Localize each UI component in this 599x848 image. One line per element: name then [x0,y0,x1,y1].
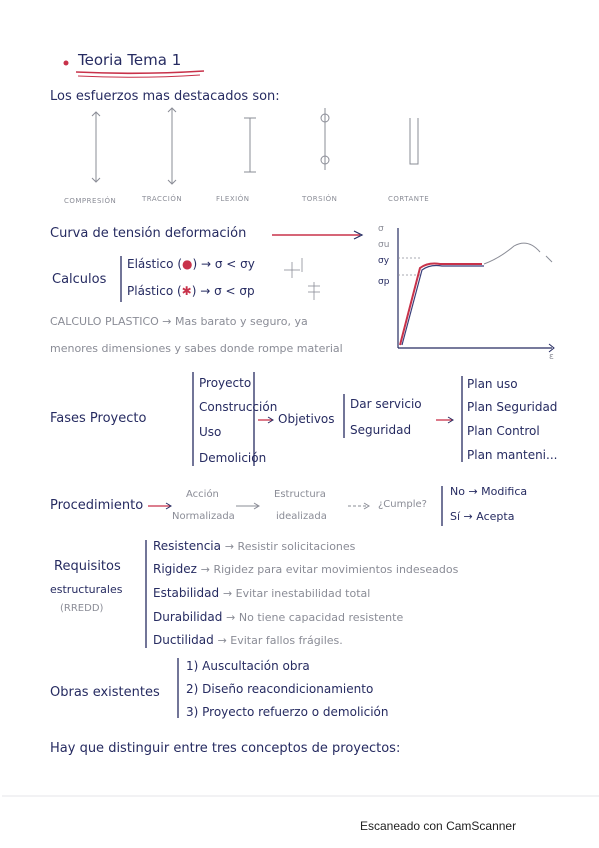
accion-line1: Acción [186,489,219,500]
label-compresion: COMPRESIÓN [64,197,117,205]
obras-label: Obras existentes [50,685,160,700]
calculos-plastico: Plástico (✱) → σ < σp [127,284,255,298]
obra-item-2: 2) Diseño reacondicionamiento [186,682,374,696]
label-torsion: TORSIÓN [302,195,338,203]
esfuerzos-diagrams [91,107,419,185]
fase-item-uso: Uso [199,425,222,439]
fases-label: Fases Proyecto [50,411,147,426]
scanner-footer: Escaneado con CamScanner [360,819,517,833]
stress-strain-graph [397,228,555,353]
closing-line: Hay que distinguir entre tres conceptos … [50,741,401,756]
estructura-line1: Estructura [274,489,326,500]
calculos-elastico: Elástico (●) → σ < σy [127,257,255,271]
procedimiento-label: Procedimiento [50,498,144,513]
calculos-label: Calculos [52,272,107,287]
graph-sigma-p: σp [378,277,390,287]
fase-item-construccion: Construcción [199,400,278,414]
obra-item-3: 3) Proyecto refuerzo o demolición [186,705,389,719]
calculos-sketches [284,258,320,300]
label-traccion: TRACCIÓN [142,195,183,203]
requisito-rigidez: Rigidez → Rigidez para evitar movimiento… [153,562,459,576]
graph-epsilon: ε [549,352,554,362]
curva-text: Curva de tensión deformación [50,226,247,241]
cumple-no: No → Modifica [450,485,528,498]
plan-control: Plan Control [467,424,540,438]
plan-seguridad: Plan Seguridad [467,400,558,414]
graph-sigma-y: σy [378,256,390,266]
objetivo-dar-servicio: Dar servicio [350,397,422,411]
plan-mantenimiento: Plan manteni... [467,448,558,462]
obra-item-1: 1) Auscultación obra [186,659,310,673]
cumple-question: ¿Cumple? [378,499,427,510]
page-title: Teoria Tema 1 [78,51,182,69]
requisitos-label-2: estructurales [50,583,123,596]
requisito-estabilidad: Estabilidad → Evitar inestabilidad total [153,586,371,600]
requisito-resistencia: Resistencia → Resistir solicitaciones [153,539,356,553]
accion-line2: Normalizada [172,511,235,522]
requisitos-label-1: Requisitos [54,559,121,574]
plan-uso: Plan uso [467,377,518,391]
fase-item-proyecto: Proyecto [199,376,252,390]
fase-item-demolicion: Demolición [199,451,267,465]
esfuerzos-heading: Los esfuerzos mas destacados son: [50,89,280,104]
title-bullet [63,60,69,66]
objetivo-seguridad: Seguridad [350,423,412,437]
label-cortante: CORTANTE [388,195,430,203]
requisitos-label-3: (RREDD) [60,603,104,614]
plastico-icon: ✱ [181,284,192,298]
requisito-durabilidad: Durabilidad → No tiene capacidad resiste… [153,610,404,624]
graph-sigma: σ [378,224,384,234]
title-underline [75,70,205,75]
estructura-line2: idealizada [276,511,327,522]
label-flexion: FLEXIÓN [216,195,250,203]
requisito-ductilidad: Ductilidad → Evitar fallos frágiles. [153,633,343,647]
fases-brackets [192,372,463,466]
calculo-plastico-line2: menores dimensiones y sabes donde rompe … [50,342,343,355]
objetivos-label: Objetivos [278,412,335,426]
elastico-icon: ● [182,257,193,271]
cumple-si: Sí → Acepta [450,510,515,523]
calculo-plastico-line1: CALCULO PLASTICO → Mas barato y seguro, … [50,315,308,328]
graph-sigma-u: σu [378,240,390,250]
title-underline-2 [77,74,201,78]
